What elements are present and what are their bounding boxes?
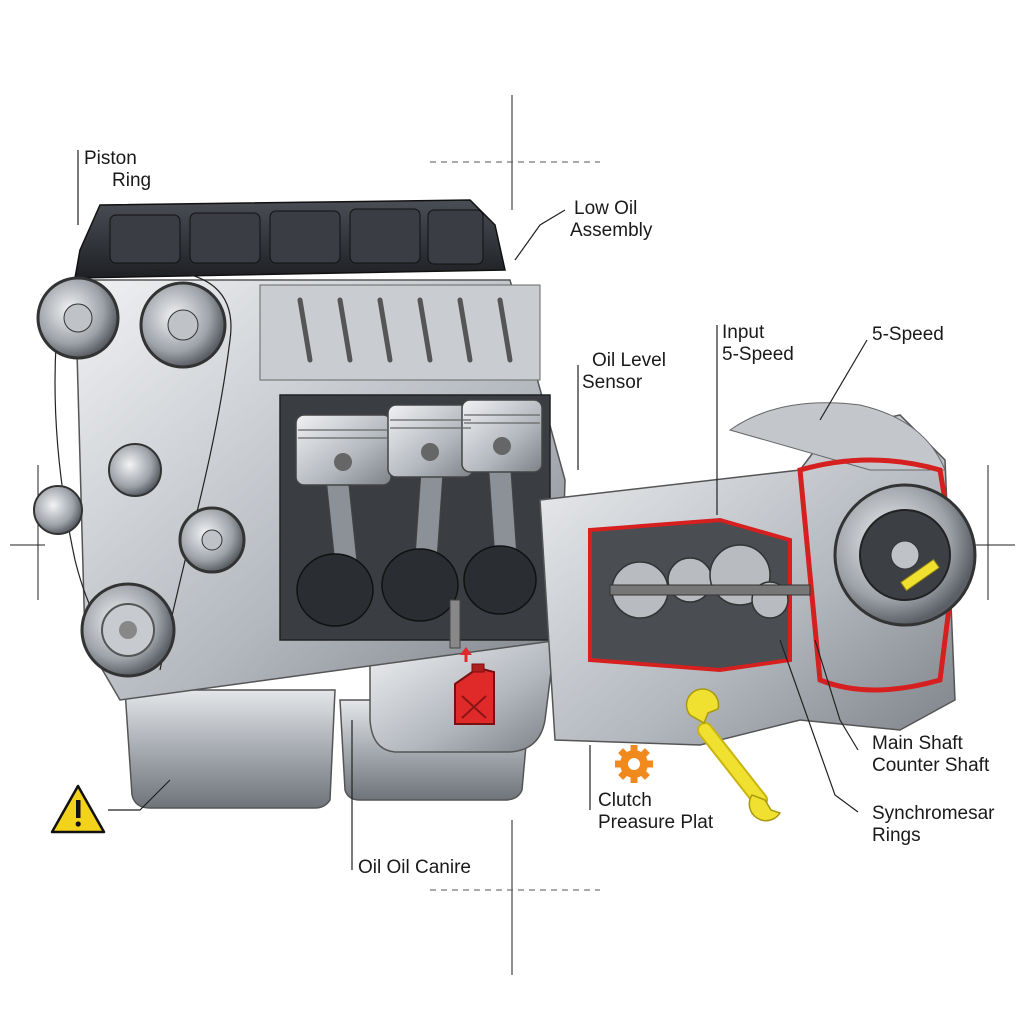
label-main-counter-shaft: Main Shaft Counter Shaft xyxy=(872,733,990,776)
pistons xyxy=(295,399,543,486)
gear-icon xyxy=(615,745,653,783)
guide-lines xyxy=(10,95,1015,975)
pulleys xyxy=(33,276,246,678)
label-low-oil-assembly: Low Oil Assembly xyxy=(570,198,653,241)
label-synchromesar-rings: Synchromesar Rings xyxy=(872,803,995,846)
wrench-icon xyxy=(685,688,782,822)
label-input-5-speed: Input 5-Speed xyxy=(722,322,794,365)
label-5-speed: 5-Speed xyxy=(872,324,944,345)
warning-triangle-icon xyxy=(50,784,106,834)
label-oil-level-sensor: Oil Level Sensor xyxy=(582,350,666,393)
engine-block xyxy=(33,199,566,809)
label-clutch-pressure-plate: Clutch Preasure Plat xyxy=(598,790,714,833)
jerry-can-icon xyxy=(454,647,495,725)
label-piston-ring: Piston Ring xyxy=(84,148,152,191)
transmission xyxy=(539,402,977,746)
label-oil-canire: Oil Oil Canire xyxy=(358,857,471,878)
leader-lines xyxy=(77,150,868,870)
